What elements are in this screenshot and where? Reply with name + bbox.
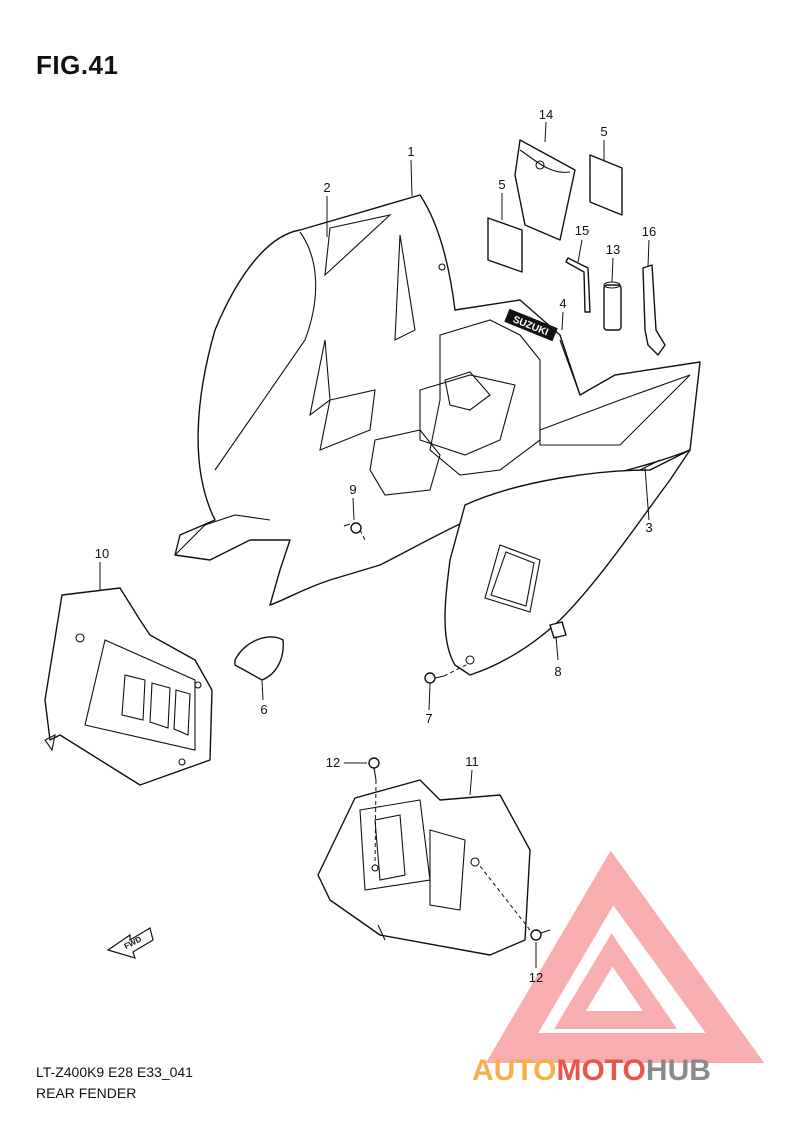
clip-part-9 [343,522,362,534]
callout-12-top: 12 [326,755,340,770]
forward-arrow-icon: FWD [106,927,154,959]
callout-9: 9 [349,482,356,497]
figure-name: REAR FENDER [36,1085,137,1101]
leader-lines [99,121,650,968]
callout-7: 7 [425,711,432,726]
grommet-part-8 [549,621,567,639]
watermark-auto: AUTO [472,1054,556,1087]
callout-15: 15 [575,223,589,238]
watermark-hub: HUB [646,1054,711,1087]
mud-guard-part-10 [44,587,213,786]
watermark-logo-icon [485,850,765,1063]
watermark-inner-triangle [554,933,678,1029]
plug-socket-part-13 [603,281,622,331]
screw-part-12-bottom [530,929,551,941]
spanner-part-16 [642,264,666,356]
callout-5-left: 5 [498,177,505,192]
callout-16: 16 [642,224,656,239]
screw-part-12-top [368,757,380,781]
mud-guard-part-11 [317,779,531,956]
watermark-moto: MOTO [556,1054,645,1087]
callout-11: 11 [465,754,479,769]
callout-13: 13 [606,242,620,257]
hex-wrench-part-15 [565,257,591,313]
rear-fender-part-1: SUZUKI [174,194,701,606]
tool-bag-part-14 [514,139,576,241]
pad-part-5-left [487,217,523,273]
suzuki-decal [504,308,558,342]
model-code: LT-Z400K9 E28 E33_041 [36,1064,193,1080]
watermark-text: AUTOMOTOHUB [472,1054,711,1087]
callout-4: 4 [559,296,566,311]
callout-6: 6 [260,702,267,717]
svg-text:AUTOMOTOHUB: AUTOMOTOHUB [472,1054,711,1087]
callout-5-right: 5 [600,124,607,139]
fender-side-panel-part-3 [444,449,691,676]
callout-3: 3 [645,520,652,535]
callout-14: 14 [539,107,553,122]
callout-1: 1 [407,144,414,159]
cap-part-6 [234,636,284,681]
callout-8: 8 [554,664,561,679]
callout-2: 2 [323,180,330,195]
callout-12-bottom: 12 [529,970,543,985]
watermark-triangle [485,850,765,1063]
callout-10: 10 [95,546,109,561]
figure-title: FIG.41 [36,50,119,80]
screw-part-7 [424,672,445,684]
pad-part-5-right [589,154,623,216]
callout-labels: 1 2 3 4 5 5 6 7 8 9 10 11 12 12 13 14 15… [95,107,656,985]
